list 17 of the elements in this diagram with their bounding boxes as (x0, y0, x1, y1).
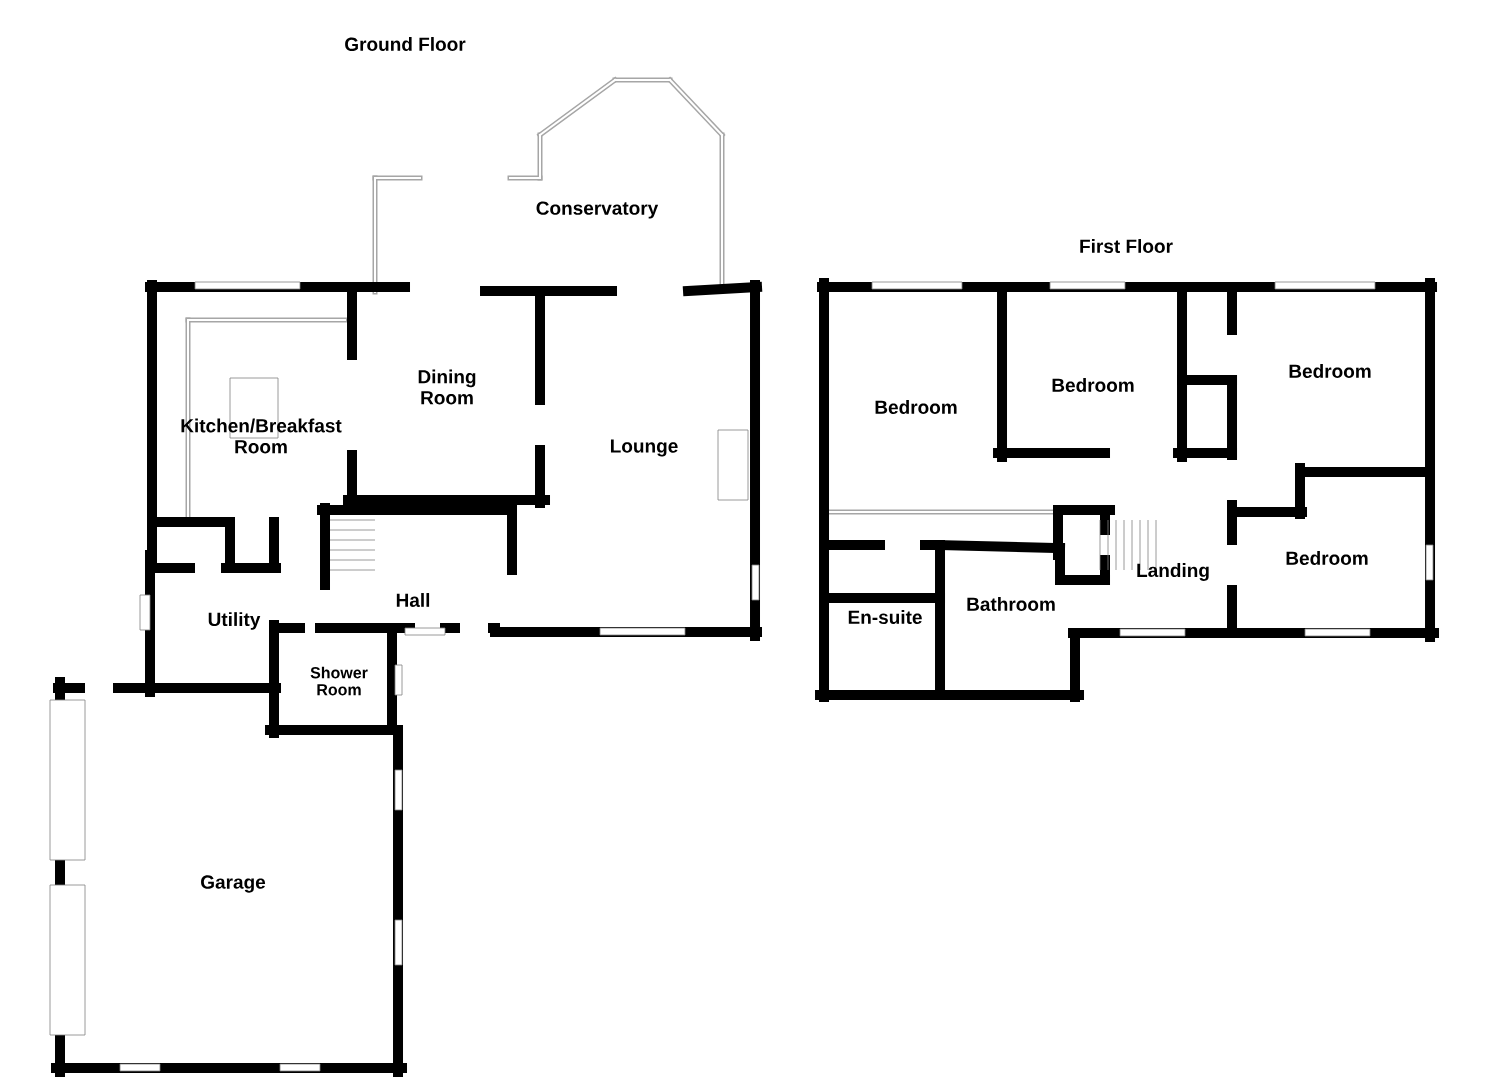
floor-heading: Ground Floor (345, 37, 466, 51)
room-label: Bedroom (1052, 378, 1134, 392)
floor-heading: First Floor (1080, 239, 1173, 253)
room-label: Bedroom (1289, 364, 1371, 378)
room-label: Landing (1137, 563, 1209, 581)
room-label: Garage (201, 875, 266, 893)
room-label: Utility (208, 612, 261, 630)
room-label: Hall (396, 593, 430, 607)
room-label: Shower Room (310, 666, 368, 696)
room-label: Bedroom (875, 400, 957, 414)
room-label: Bedroom (1286, 551, 1368, 565)
room-label: Kitchen/Breakfast Room (181, 418, 342, 454)
room-label: Conservatory (536, 201, 659, 219)
room-label: En-suite (848, 610, 922, 624)
room-label: Dining Room (418, 369, 476, 405)
room-label: Bathroom (967, 597, 1055, 611)
room-label: Lounge (611, 439, 678, 457)
